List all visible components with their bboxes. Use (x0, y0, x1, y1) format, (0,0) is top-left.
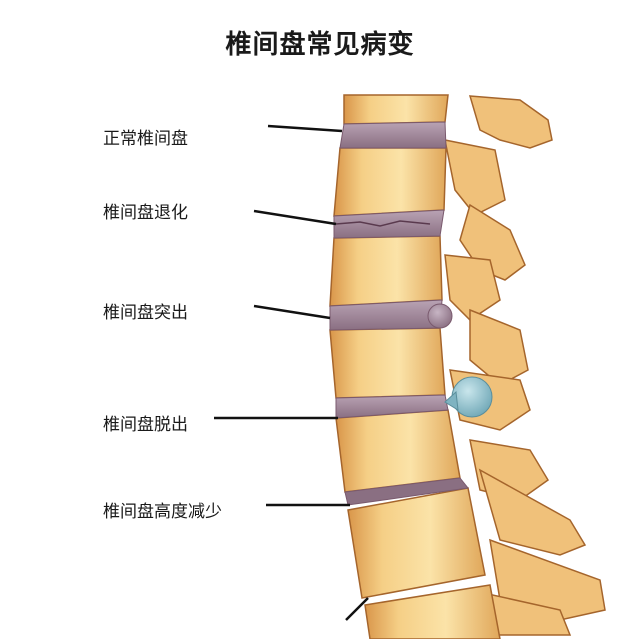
disc-extrusion (335, 394, 449, 419)
intervertebral-discs (329, 121, 469, 506)
leader-lines (214, 124, 369, 621)
posterior-processes (444, 95, 606, 636)
label-disc-height-reduction: 椎间盘高度减少 (103, 502, 222, 522)
label-normal-disc: 正常椎间盘 (103, 129, 188, 149)
leader-line-normal (267, 124, 343, 133)
label-disc-degeneration: 椎间盘退化 (103, 203, 188, 223)
protrusion-bulge (427, 303, 453, 329)
leader-line-degenerated (253, 209, 337, 226)
vertebral-bodies (329, 94, 501, 639)
label-disc-extrusion: 椎间盘脱出 (103, 415, 188, 435)
disc-normal (339, 121, 447, 149)
label-disc-protrusion: 椎间盘突出 (103, 303, 188, 323)
disc-height-reduced (344, 477, 469, 506)
leader-line-protrusion (253, 304, 331, 320)
diagram-title: 椎间盘常见病变 (225, 30, 415, 60)
herniation-blob (451, 376, 493, 418)
leader-line-bottom (345, 597, 369, 621)
